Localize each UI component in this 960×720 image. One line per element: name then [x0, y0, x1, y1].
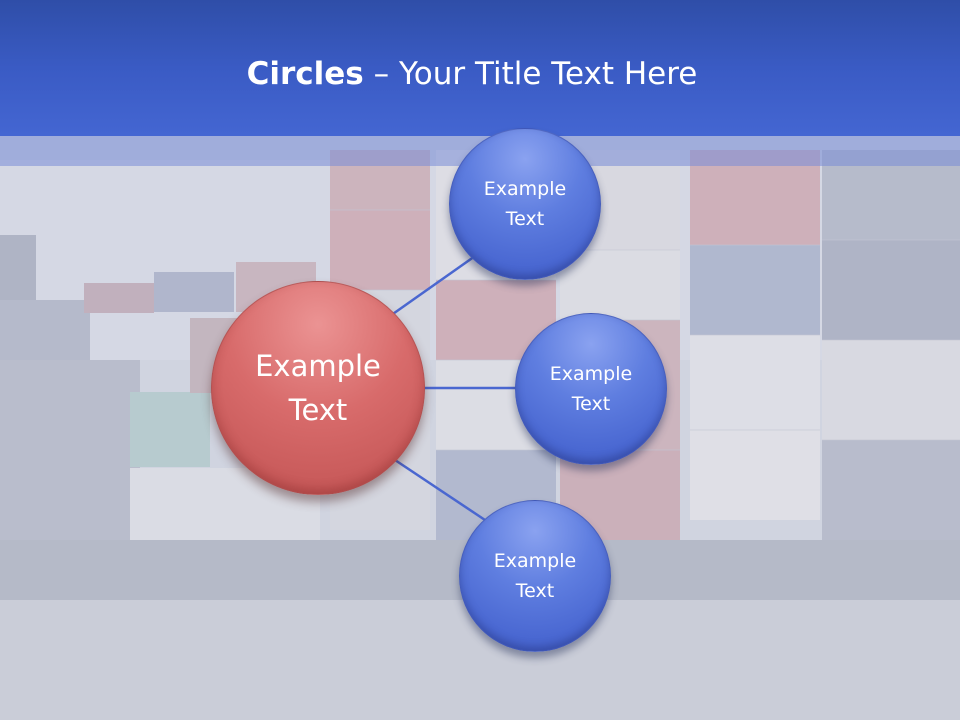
center-circle-label-line2: Text [288, 393, 348, 427]
middle-node-label-line1: Example [549, 363, 633, 385]
bottom-node-label-line1: Example [493, 550, 577, 572]
top-node-label-line2: Text [505, 208, 545, 230]
center-circle-label-line1: Example [255, 349, 381, 383]
title-bar [0, 0, 960, 136]
middle-node-label-line2: Text [571, 393, 611, 415]
bottom-node-label: Example Text [494, 546, 576, 606]
bottom-node-label-line2: Text [515, 580, 555, 602]
center-circle-label: Example Text [255, 344, 381, 432]
top-node-label-line1: Example [483, 178, 567, 200]
slide-title-bold: Circles [246, 56, 364, 92]
connector-to-top-node [389, 252, 479, 318]
slide-title-rest: – Your Title Text Here [363, 56, 698, 92]
center-circle[interactable]: Example Text [211, 281, 425, 495]
middle-node-circle[interactable]: Example Text [515, 313, 667, 465]
top-node-circle[interactable]: Example Text [449, 128, 601, 280]
middle-node-label: Example Text [550, 359, 632, 419]
top-node-label: Example Text [484, 174, 566, 234]
bottom-node-circle[interactable]: Example Text [459, 500, 611, 652]
slide-title: Circles – Your Title Text Here [0, 52, 944, 96]
connector-to-bottom-node [391, 456, 486, 522]
